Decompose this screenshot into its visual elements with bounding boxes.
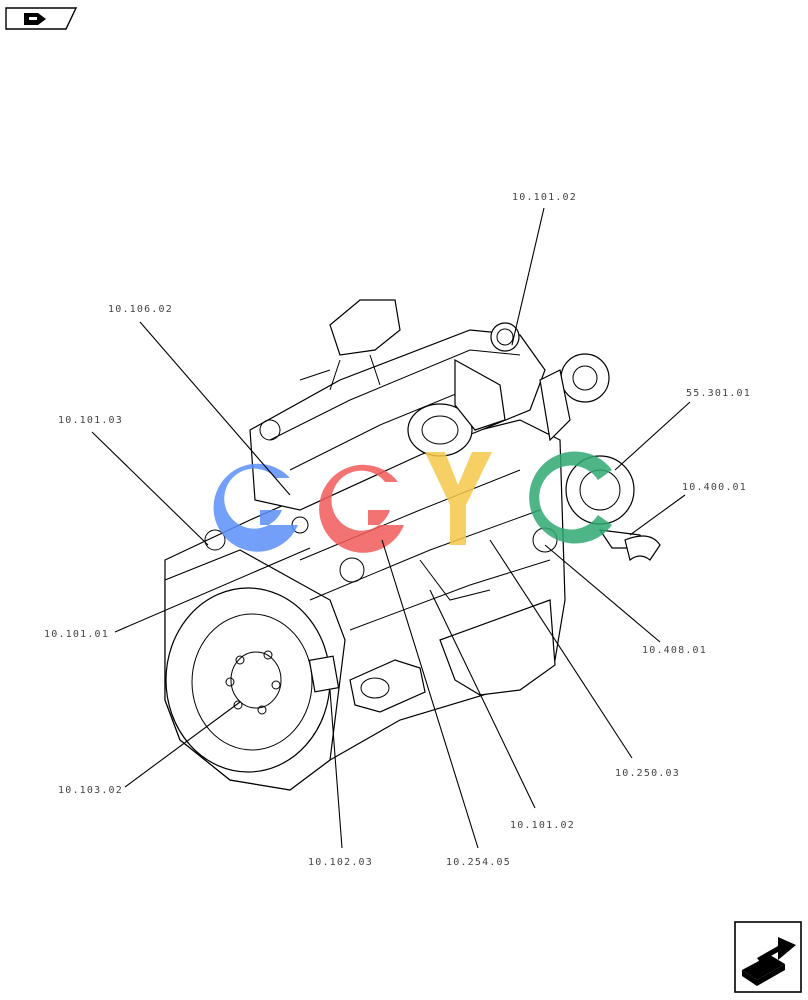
watermark-letter-g-red: [319, 464, 404, 553]
part-label: 10.254.05: [446, 857, 511, 868]
part-label: 10.103.02: [58, 785, 123, 796]
part-label: 10.106.02: [108, 304, 173, 315]
page-back-icon[interactable]: [5, 7, 78, 30]
part-label: 10.250.03: [615, 768, 680, 779]
part-label: 10.101.02: [512, 192, 577, 203]
part-label: 10.101.01: [44, 629, 109, 640]
part-label: 10.400.01: [682, 482, 747, 493]
engine-drawing: [164, 299, 661, 791]
leader-lines: [91, 207, 691, 849]
part-label: 55.301.01: [686, 388, 751, 399]
part-label: 10.101.02: [510, 820, 575, 831]
page-forward-icon[interactable]: [734, 921, 802, 993]
watermark-logo: [213, 451, 612, 553]
watermark-letter-g-blue: [213, 463, 298, 552]
part-label: 10.102.03: [308, 857, 373, 868]
part-labels: 10.101.02 10.106.02 10.101.03 55.301.01 …: [44, 192, 751, 868]
part-label: 10.408.01: [642, 645, 707, 656]
part-label: 10.101.03: [58, 415, 123, 426]
watermark-letter-y-yellow: [425, 452, 492, 545]
